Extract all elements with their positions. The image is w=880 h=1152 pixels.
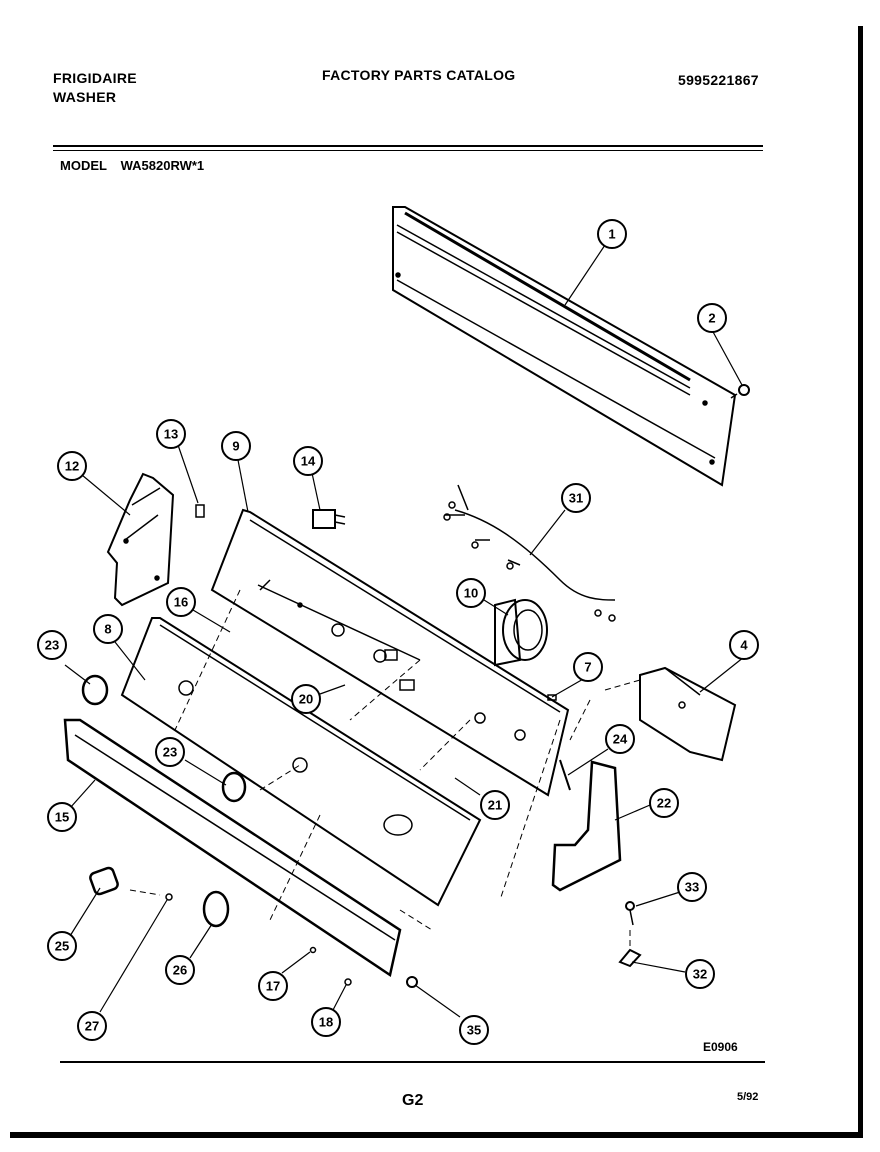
callout-label: 17 <box>266 979 280 994</box>
callout-4: 4 <box>729 630 759 660</box>
part-knob-23b <box>221 771 247 803</box>
callout-1: 1 <box>597 219 627 249</box>
callout-31: 31 <box>561 483 591 513</box>
callout-7: 7 <box>573 652 603 682</box>
callout-label: 32 <box>693 967 707 982</box>
callout-label: 31 <box>569 491 583 506</box>
model-label: MODEL <box>60 158 107 173</box>
callout-10: 10 <box>456 578 486 608</box>
callout-12: 12 <box>57 451 87 481</box>
catalog-part-number: 5995221867 <box>678 72 759 88</box>
part-clip-17 <box>309 946 317 954</box>
callout-33: 33 <box>677 872 707 902</box>
callout-label: 1 <box>608 227 615 242</box>
appliance-type: WASHER <box>53 89 117 105</box>
callout-20: 20 <box>291 684 321 714</box>
callout-9: 9 <box>221 431 251 461</box>
callout-label: 26 <box>173 963 187 978</box>
callout-22: 22 <box>649 788 679 818</box>
callout-24: 24 <box>605 724 635 754</box>
callout-label: 18 <box>319 1015 333 1030</box>
callout-label: 27 <box>85 1019 99 1034</box>
callout-label: 14 <box>301 454 316 469</box>
callout-label: 23 <box>163 745 177 760</box>
part-wiring-harness <box>443 484 616 622</box>
callout-14: 14 <box>293 446 323 476</box>
callout-label: 2 <box>708 311 715 326</box>
brand-block: FRIGIDAIRE WASHER <box>53 69 137 107</box>
callout-label: 13 <box>164 427 178 442</box>
part-screw-33 <box>625 901 635 926</box>
catalog-title: FACTORY PARTS CATALOG <box>322 67 516 83</box>
part-trim-15 <box>63 718 402 978</box>
callout-35: 35 <box>459 1015 489 1045</box>
callout-8: 8 <box>93 614 123 644</box>
callout-13: 13 <box>156 419 186 449</box>
part-console-panel <box>210 508 570 797</box>
part-knob-23a <box>81 674 109 706</box>
part-screw-24 <box>559 759 571 791</box>
callout-18: 18 <box>311 1007 341 1037</box>
callout-17: 17 <box>258 971 288 1001</box>
footer-rule <box>60 1061 765 1063</box>
model-line: MODEL WA5820RW*1 <box>60 158 214 173</box>
page-border-right <box>858 26 863 1138</box>
assembly-lines <box>129 589 641 950</box>
callout-label: 21 <box>488 798 502 813</box>
callout-label: 9 <box>232 439 239 454</box>
catalog-date: 5/92 <box>737 1091 759 1103</box>
part-spring-27 <box>165 893 173 901</box>
part-clip-13 <box>195 504 205 518</box>
part-timer-10 <box>494 598 548 667</box>
callout-label: 22 <box>657 796 671 811</box>
brand-name: FRIGIDAIRE <box>53 70 137 86</box>
callout-label: 23 <box>45 638 59 653</box>
part-screw-35 <box>406 976 418 988</box>
part-clip-32 <box>618 948 642 968</box>
part-clip-18 <box>344 978 352 986</box>
part-side-bracket <box>551 760 622 892</box>
callout-label: 25 <box>55 939 69 954</box>
part-clip-7 <box>547 694 557 701</box>
callout-25: 25 <box>47 931 77 961</box>
callout-21: 21 <box>480 790 510 820</box>
callout-27: 27 <box>77 1011 107 1041</box>
callout-label: 10 <box>464 586 478 601</box>
part-screw-2 <box>730 384 750 399</box>
part-left-bracket <box>106 472 175 607</box>
callout-label: 33 <box>685 880 699 895</box>
part-dial-26 <box>202 890 230 928</box>
callout-label: 7 <box>584 660 591 675</box>
part-switch-14 <box>312 509 346 529</box>
part-knob-25 <box>89 866 119 896</box>
callout-2: 2 <box>697 303 727 333</box>
callout-16: 16 <box>166 587 196 617</box>
callout-23b: 23 <box>155 737 185 767</box>
page-number: G2 <box>402 1092 424 1109</box>
callout-32: 32 <box>685 959 715 989</box>
callout-26: 26 <box>165 955 195 985</box>
callout-label: 15 <box>55 810 69 825</box>
diagram-code: E0906 <box>703 1040 738 1054</box>
callout-label: 20 <box>299 692 313 707</box>
callout-label: 4 <box>740 638 748 653</box>
callout-label: 12 <box>65 459 79 474</box>
header-rule-thin <box>53 150 763 151</box>
header-rule-thick <box>53 145 763 147</box>
callout-leaders <box>64 244 745 1018</box>
callout-15: 15 <box>47 802 77 832</box>
part-control-box <box>639 666 737 762</box>
page-border-bottom <box>10 1132 863 1138</box>
callout-label: 16 <box>174 595 188 610</box>
model-number: WA5820RW*1 <box>120 158 205 173</box>
part-console-front <box>120 617 482 907</box>
callout-23a: 23 <box>37 630 67 660</box>
callout-label: 8 <box>104 622 111 637</box>
callout-label: 24 <box>613 732 628 747</box>
part-top-panel <box>392 206 737 487</box>
callout-label: 35 <box>467 1023 481 1038</box>
